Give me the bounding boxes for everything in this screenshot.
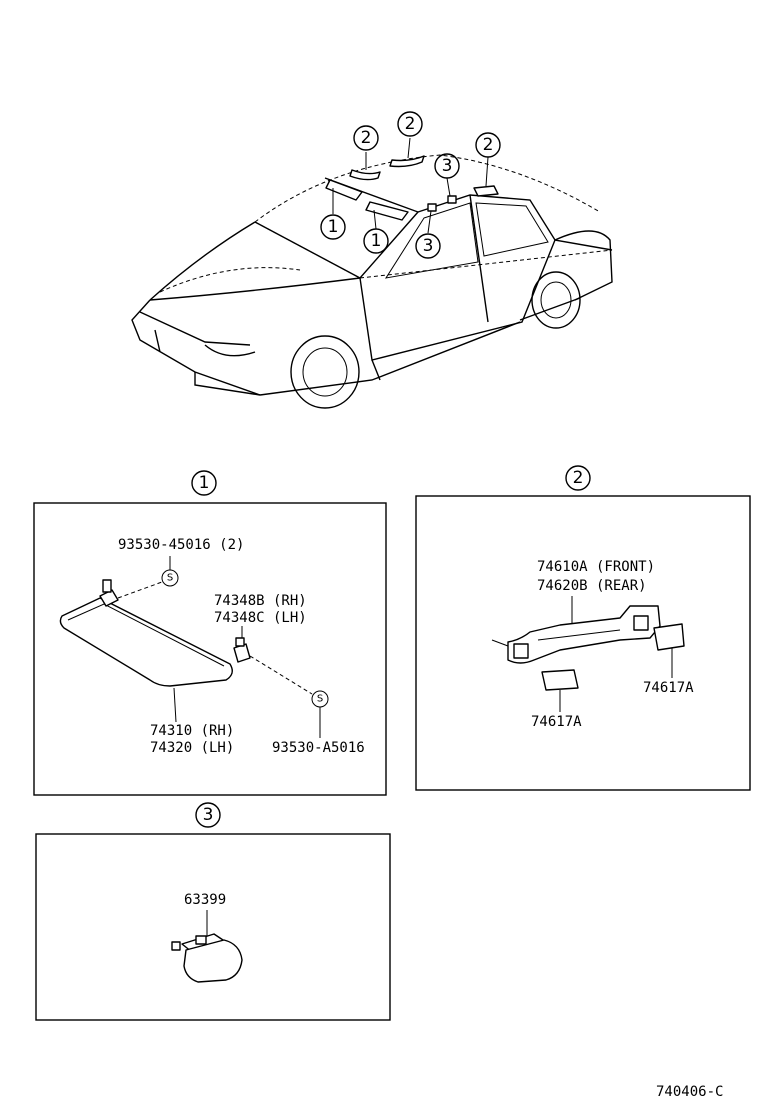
label-screw-bottom: 93530-A5016 [272,740,365,756]
svg-text:3: 3 [442,156,453,176]
label-screw-top: 93530-45016 (2) [118,537,244,553]
svg-text:S: S [167,573,173,584]
car-callout-2c: 2 [475,132,501,158]
visor-holder-part [233,626,313,695]
svg-text:2: 2 [483,135,494,155]
svg-text:S: S [317,694,323,705]
panel1-frame [33,502,387,796]
svg-text:2: 2 [573,468,584,488]
svg-text:1: 1 [371,231,382,251]
car-callout-1b: 1 [363,228,389,254]
panel1-callout: 1 [191,470,217,496]
svg-text:1: 1 [328,217,339,237]
label-visor-rh: 74310 (RH) [150,723,234,739]
panel2-callout: 2 [565,465,591,491]
label-cover-left: 74617A [531,714,582,730]
label-grip-front: 74610A (FRONT) [537,559,655,575]
car-callout-3b: 3 [415,233,441,259]
label-holder-rh: 74348B (RH) [214,593,307,609]
panel3-frame [35,833,391,1021]
label-holder-lh: 74348C (LH) [214,610,307,626]
label-visor-lh: 74320 (LH) [150,740,234,756]
svg-text:3: 3 [423,236,434,256]
assist-grip-part [491,596,661,664]
label-grip-rear: 74620B (REAR) [537,578,647,594]
grip-cover-right [653,623,685,678]
car-callout-2b: 2 [397,111,423,137]
label-cover-right: 74617A [643,680,694,696]
grip-cover-left [541,669,579,712]
svg-text:3: 3 [203,805,214,825]
panel3-callout: 3 [195,802,221,828]
panel-assist-grip: 2 74610A (FRONT) 74620B (REAR) 74617A 74… [415,465,751,791]
svg-text:1: 1 [199,473,210,493]
car-callout-3a: 3 [434,153,460,179]
car-callout-1a: 1 [320,214,346,240]
svg-text:2: 2 [361,128,372,148]
panel-room-lamp: 3 63399 [35,802,391,1021]
car-illustration [131,137,613,409]
sun-visor-part [59,579,233,687]
room-lamp-part [171,933,243,983]
svg-text:2: 2 [405,114,416,134]
figure-code: 740406-C [656,1084,723,1100]
label-lamp-part: 63399 [184,892,226,908]
car-callout-2a: 2 [353,125,379,151]
panel-sun-visor: 1 93530-45016 (2) 74348B (RH) 74348C (LH… [33,470,387,796]
